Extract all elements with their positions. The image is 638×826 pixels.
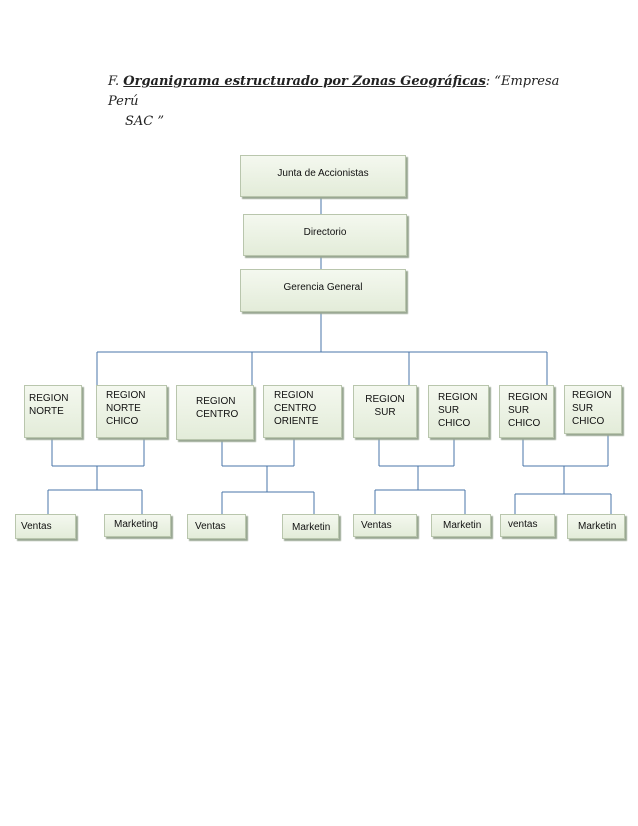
region-label-line: REGION [365,394,405,405]
region-label-line: SUR [374,407,396,418]
dept-box-marketing-1: Marketing [104,514,171,537]
heading-title: Organigrama estructurado por Zonas Geogr… [123,74,486,89]
region-label-line: CHICO [508,418,541,429]
region-label-line: SUR [508,405,530,416]
region-label-line: ORIENTE [274,416,319,427]
region-label-line: CHICO [438,418,471,429]
region-label-line: REGION [29,393,69,404]
dept-label: Ventas [361,520,392,531]
directorio-box: Directorio [243,214,407,256]
directorio-label: Directorio [303,227,347,238]
dept-box-ventas-2: Ventas [187,514,246,539]
region-label-line: REGION [508,392,548,403]
dept-box-ventas-3: Ventas [353,514,417,537]
dept-box-marketin-4: Marketin [567,514,625,539]
junta-de-accionistas-label: Junta de Accionistas [277,168,369,179]
region-label-line: REGION [572,390,612,401]
dept-label: Marketing [114,519,158,530]
dept-label: Marketin [578,521,617,532]
dept-box-ventas-1: Ventas [15,514,76,539]
heading-line2: SAC ” [125,114,165,129]
region-label-line: CHICO [572,416,605,427]
dept-label: Ventas [21,521,52,532]
heading-suffix: : “Empresa Perú [108,74,560,109]
region-box-sur-chico-1: REGION SUR CHICO [428,385,489,438]
region-label-line: SUR [438,405,460,416]
region-label-line: REGION [274,390,314,401]
region-box-centro-oriente: REGION CENTRO ORIENTE [263,385,342,438]
region-box-sur-chico-2: REGION SUR CHICO [499,385,554,438]
junta-de-accionistas-box: Junta de Accionistas [240,155,406,197]
region-label-line: REGION [196,396,236,407]
page-heading: F. Organigrama estructurado por Zonas Ge… [108,72,568,132]
region-label-line: CENTRO [274,403,317,414]
region-box-norte-chico: REGION NORTE CHICO [96,385,167,438]
region-label-line: NORTE [106,403,141,414]
region-label-line: SUR [572,403,594,414]
dept-label: Marketin [443,520,482,531]
gerencia-general-label: Gerencia General [283,282,363,293]
region-label-line: CHICO [106,416,139,427]
gerencia-general-box: Gerencia General [240,269,406,312]
dept-label: Marketin [292,522,331,533]
region-label-line: REGION [438,392,478,403]
region-label-line: REGION [106,390,146,401]
dept-box-marketin-3: Marketin [431,514,491,537]
dept-box-ventas-4: ventas [500,514,555,537]
region-label-line: CENTRO [196,409,239,420]
region-box-norte: REGION NORTE [24,385,82,438]
dept-label: Ventas [195,521,226,532]
region-label-line: NORTE [29,406,64,417]
heading-letter: F. [108,74,120,89]
region-box-centro: REGION CENTRO [176,385,254,440]
dept-label: ventas [508,519,538,530]
region-box-sur: REGION SUR [353,385,417,438]
region-box-sur-chico-3: REGION SUR CHICO [564,385,622,434]
dept-box-marketin-2: Marketin [282,514,339,539]
